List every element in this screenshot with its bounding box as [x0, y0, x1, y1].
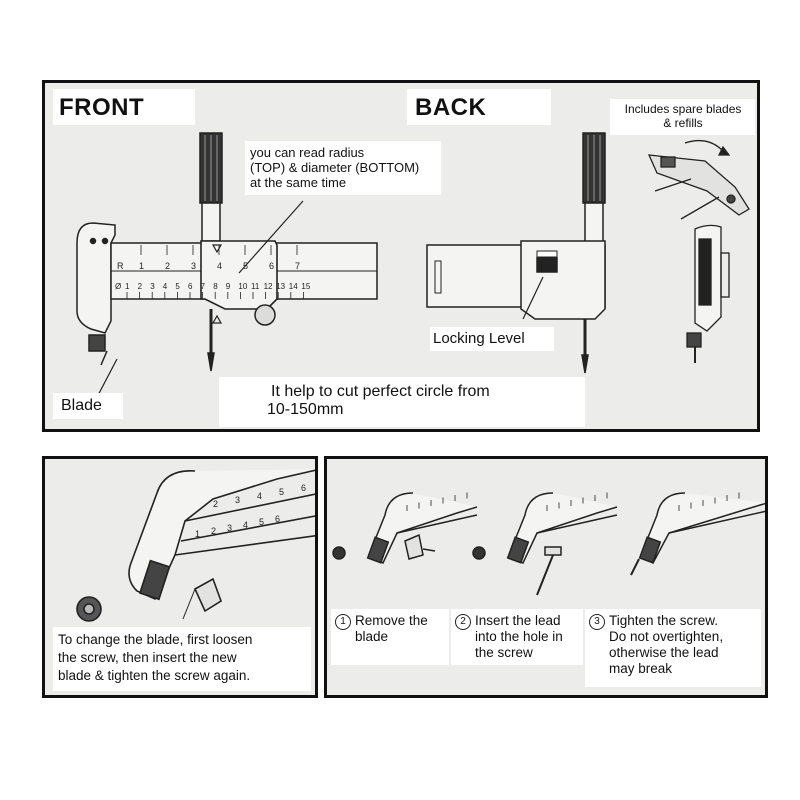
scale-bottom-tick-label: 4 [163, 282, 168, 291]
scale-bottom-tick-label: 9 [226, 282, 231, 291]
scale-top-tick-label: 5 [243, 261, 248, 271]
front-blade-screw [88, 334, 106, 352]
step3-line2: Do not overtighten, [609, 629, 724, 644]
range-line2: 10-150mm [267, 401, 344, 418]
range-callout-box: It help to cut perfect circle from 10-15… [219, 377, 585, 427]
step2-line3: the screw [475, 645, 533, 660]
step3-number: 3 [589, 614, 605, 630]
scale-bottom-tick-label: 2 [138, 282, 143, 291]
scale-bottom-tick-label: 1 [125, 282, 130, 291]
bl-ruler-tick-label: 5 [259, 517, 264, 527]
scale-top-tick-label: 3 [191, 261, 196, 271]
step3-line4: may break [609, 661, 673, 676]
scale-bottom-tick-label: 3 [150, 282, 155, 291]
lead-steps-illustration [332, 492, 765, 596]
bl-ruler-tick-label: 3 [227, 523, 232, 533]
spare-callout-box: Includes spare blades & refills [610, 99, 755, 135]
radius-callout-line1: you can read radius [250, 145, 365, 160]
scale-bottom-tick-label: 11 [251, 282, 260, 291]
front-label-box: FRONT [53, 89, 195, 125]
blade-label: Blade [61, 397, 102, 414]
step2-illustration [472, 492, 618, 596]
scale-bottom-tick-label: 8 [213, 282, 218, 291]
scale-top-tick-label: 1 [139, 261, 144, 271]
back-label: BACK [415, 94, 487, 121]
scale-top-tick-label: 7 [295, 261, 300, 271]
scale-top-label: R [117, 261, 124, 271]
scale-bottom-tick-label: 10 [238, 282, 247, 291]
step3-line3: otherwise the lead [609, 645, 719, 660]
scale-bottom-tick-label: 5 [175, 282, 180, 291]
back-compass-illustration [426, 132, 606, 374]
scale-bottom-tick-label: 12 [264, 282, 273, 291]
step1-line2: blade [355, 629, 389, 644]
scale-bottom-tick-label: 13 [276, 282, 285, 291]
bl-ruler-tick-label: 4 [243, 520, 248, 530]
bl-ruler-tick-label: 2 [211, 526, 216, 536]
scale-bottom-tick-label: 14 [289, 282, 298, 291]
bl-instruction-line3: blade & tighten the screw again. [58, 668, 251, 683]
locking-label: Locking Level [433, 330, 525, 347]
overview-panel: FRONT BACK you can read radius (TOP) & d… [42, 80, 760, 432]
step2-number: 2 [455, 614, 471, 630]
front-scale-top: R 1 2 3 4 5 6 7 [117, 245, 300, 271]
radius-callout-box: you can read radius (TOP) & diameter (BO… [245, 141, 441, 195]
scale-top-tick-label: 6 [269, 261, 274, 271]
scale-bottom-label: Ø [115, 282, 121, 291]
scale-top-tick-label: 2 [165, 261, 170, 271]
step3-illustration [630, 492, 765, 576]
radius-callout-line2: (TOP) & diameter (BOTTOM) [250, 160, 420, 175]
front-compass-illustration [76, 132, 378, 402]
locking-label-box: Locking Level [430, 327, 554, 351]
bl-ruler-tick-label: 3 [235, 495, 240, 505]
scale-bottom-tick-label: 7 [201, 282, 206, 291]
range-line1: It help to cut perfect circle from [271, 383, 490, 400]
bl-ruler-tick-label: 2 [213, 499, 218, 509]
radius-callout-pointer [238, 200, 304, 274]
step2-line2: into the hole in [475, 629, 563, 644]
blade-change-panel: 2 3 4 5 6 1 2 3 4 5 6 To change the blade, first l… [42, 456, 318, 698]
bl-ruler-tick-label: 6 [301, 483, 306, 493]
spare-callout-line1: Includes spare blades [624, 102, 742, 116]
front-label: FRONT [59, 94, 145, 121]
bl-instruction-line2: the screw, then insert the new [58, 650, 237, 665]
bl-ruler-tick-label: 1 [195, 529, 200, 539]
locking-lever [536, 257, 558, 273]
bl-blade-icon [193, 577, 222, 613]
back-slider [520, 240, 606, 320]
step1-number: 1 [335, 614, 351, 630]
step1-illustration [332, 492, 478, 565]
scale-bottom-tick-label: 15 [301, 282, 310, 291]
bl-instruction-line1: To change the blade, first loosen [58, 632, 253, 647]
blade-change-illustration: 2 3 4 5 6 1 2 3 4 5 6 [76, 469, 315, 622]
bl-ruler-tick-label: 6 [275, 514, 280, 524]
back-label-box: BACK [407, 89, 551, 125]
blade-change-instructions: To change the blade, first loosen the sc… [53, 627, 311, 691]
spare-callout-line2: & refills [663, 116, 703, 130]
locking-pointer [522, 276, 544, 320]
blade-label-box: Blade [53, 393, 123, 419]
bl-ruler-tick-label: 5 [279, 487, 284, 497]
bl-ruler-tick-label: 4 [257, 491, 262, 501]
radius-callout-line3: at the same time [250, 175, 347, 190]
scale-top-tick-label: 4 [217, 261, 222, 271]
spare-blades-illustration [647, 139, 750, 363]
scale-bottom-tick-label: 6 [188, 282, 193, 291]
